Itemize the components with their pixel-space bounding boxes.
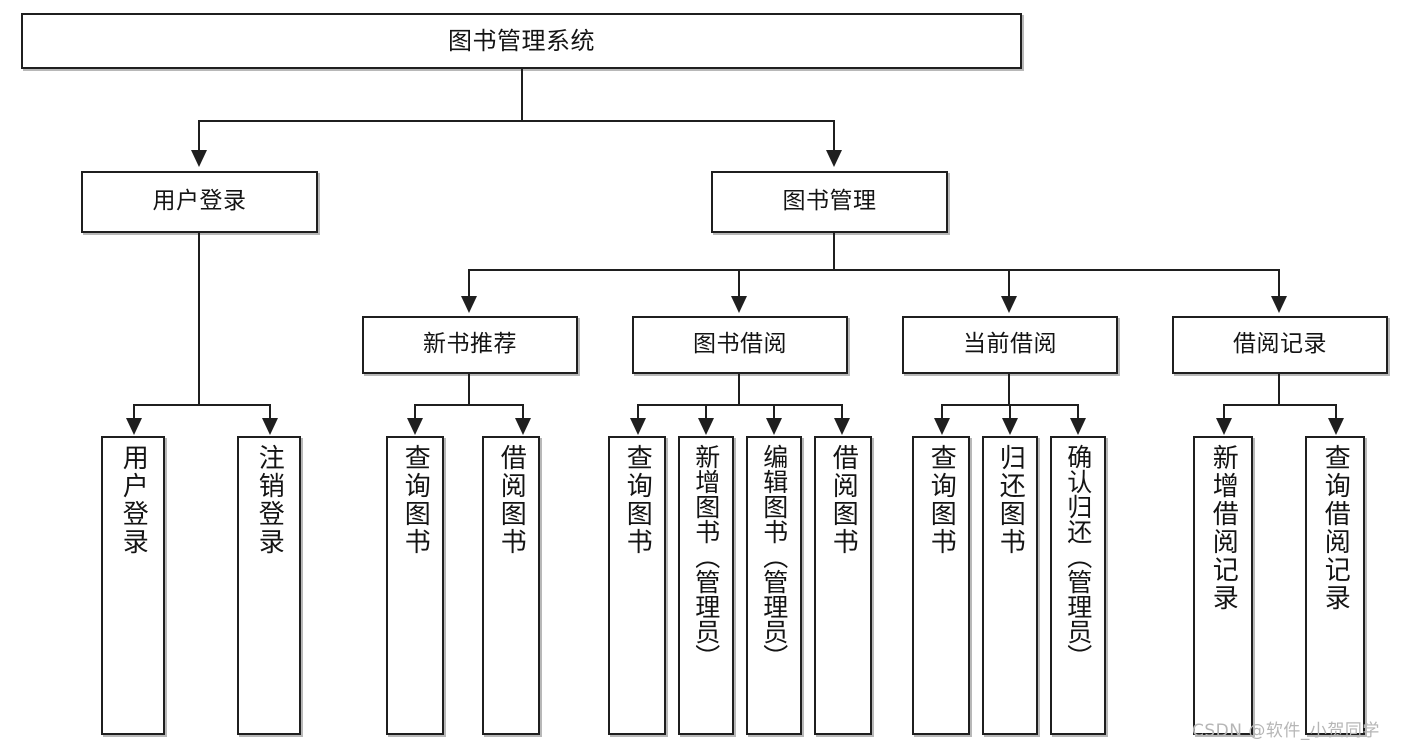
node-label: 新增借阅记录 — [1208, 444, 1239, 612]
leaf-bb-add-book-admin[interactable]: 新增图书（管理员） — [678, 436, 734, 735]
node-label: 归还图书 — [995, 444, 1026, 556]
arrow-to-br-leaf-0 — [1216, 418, 1232, 435]
edge-drop-leaf-user-login — [133, 404, 135, 419]
edge-drop-book-manage — [833, 120, 835, 150]
arrow-to-book-borrow — [731, 296, 747, 313]
node-label: 用户登录 — [118, 444, 149, 556]
edge-book-borrow-stem — [738, 374, 740, 405]
leaf-logout[interactable]: 注销登录 — [237, 436, 301, 735]
arrow-to-borrow-record — [1271, 296, 1287, 313]
arrow-to-br-leaf-1 — [1328, 418, 1344, 435]
edge-drop-cb-leaf-2 — [1077, 404, 1079, 419]
edge-drop-user-login — [198, 120, 200, 150]
leaf-nb-borrow-book[interactable]: 借阅图书 — [482, 436, 540, 735]
edge-drop-br-leaf-0 — [1223, 404, 1225, 419]
node-label: 查询图书 — [926, 444, 957, 556]
edge-drop-bb-leaf-3 — [841, 404, 843, 419]
node-label: 查询借阅记录 — [1320, 444, 1351, 612]
edge-user-login-bus — [133, 404, 270, 406]
arrow-to-leaf-user-login — [126, 418, 142, 435]
edge-user-login-stem — [198, 233, 200, 405]
edge-book-manage-stem — [833, 233, 835, 270]
node-label: 编辑图书（管理员） — [759, 444, 789, 669]
node-label: 确认归还（管理员） — [1063, 444, 1093, 669]
arrow-to-bb-leaf-3 — [834, 418, 850, 435]
node-book-borrow[interactable]: 图书借阅 — [632, 316, 848, 374]
edge-drop-new-book — [468, 269, 470, 297]
edge-drop-bb-leaf-2 — [773, 404, 775, 419]
leaf-br-add-record[interactable]: 新增借阅记录 — [1193, 436, 1253, 735]
edge-new-book-bus — [414, 404, 524, 406]
arrow-to-leaf-logout — [262, 418, 278, 435]
edge-drop-cb-leaf-1 — [1009, 404, 1011, 419]
node-label: 图书管理系统 — [448, 26, 595, 55]
arrow-to-nb-leaf-1 — [515, 418, 531, 435]
edge-drop-cb-leaf-0 — [941, 404, 943, 419]
leaf-nb-query-book[interactable]: 查询图书 — [386, 436, 444, 735]
node-label: 借阅记录 — [1233, 331, 1327, 358]
leaf-bb-query-book[interactable]: 查询图书 — [608, 436, 666, 735]
edge-drop-bb-leaf-0 — [637, 404, 639, 419]
arrow-to-bb-leaf-0 — [630, 418, 646, 435]
node-label: 查询图书 — [400, 444, 431, 556]
arrow-to-cb-leaf-0 — [934, 418, 950, 435]
node-label: 新书推荐 — [423, 331, 517, 358]
edge-drop-leaf-logout — [269, 404, 271, 419]
node-label: 借阅图书 — [828, 444, 859, 556]
arrow-to-bb-leaf-2 — [766, 418, 782, 435]
edge-new-book-stem — [468, 374, 470, 405]
node-label: 当前借阅 — [963, 331, 1057, 358]
edge-drop-nb-leaf-1 — [522, 404, 524, 419]
leaf-cb-query-book[interactable]: 查询图书 — [912, 436, 970, 735]
edge-borrow-record-bus — [1223, 404, 1337, 406]
node-user-login[interactable]: 用户登录 — [81, 171, 318, 233]
leaf-cb-confirm-return-admin[interactable]: 确认归还（管理员） — [1050, 436, 1106, 735]
edge-book-manage-bus — [468, 269, 1280, 271]
leaf-cb-return-book[interactable]: 归还图书 — [982, 436, 1038, 735]
edge-drop-bb-leaf-1 — [705, 404, 707, 419]
arrow-to-cb-leaf-1 — [1002, 418, 1018, 435]
edge-drop-book-borrow — [738, 269, 740, 297]
leaf-user-login[interactable]: 用户登录 — [101, 436, 165, 735]
node-label: 查询图书 — [622, 444, 653, 556]
leaf-bb-borrow-book[interactable]: 借阅图书 — [814, 436, 872, 735]
arrow-to-nb-leaf-0 — [407, 418, 423, 435]
arrow-to-book-manage — [826, 150, 842, 167]
arrow-to-cb-leaf-2 — [1070, 418, 1086, 435]
node-root-system[interactable]: 图书管理系统 — [21, 13, 1022, 69]
leaf-bb-edit-book-admin[interactable]: 编辑图书（管理员） — [746, 436, 802, 735]
leaf-br-query-record[interactable]: 查询借阅记录 — [1305, 436, 1365, 735]
edge-borrow-record-stem — [1278, 374, 1280, 405]
node-book-management[interactable]: 图书管理 — [711, 171, 948, 233]
node-label: 图书借阅 — [693, 331, 787, 358]
node-label: 注销登录 — [254, 444, 285, 556]
edge-drop-borrow-record — [1278, 269, 1280, 297]
edge-drop-current-borrow — [1008, 269, 1010, 297]
node-label: 图书管理 — [782, 188, 877, 215]
arrow-to-bb-leaf-1 — [698, 418, 714, 435]
edge-drop-br-leaf-1 — [1335, 404, 1337, 419]
arrow-to-new-book — [461, 296, 477, 313]
node-current-borrow[interactable]: 当前借阅 — [902, 316, 1118, 374]
node-new-book-recommend[interactable]: 新书推荐 — [362, 316, 578, 374]
node-label: 借阅图书 — [496, 444, 527, 556]
edge-book-borrow-bus — [637, 404, 841, 406]
node-label: 用户登录 — [152, 188, 247, 215]
arrow-to-current-borrow — [1001, 296, 1017, 313]
node-label: 新增图书（管理员） — [691, 444, 721, 669]
edge-drop-nb-leaf-0 — [414, 404, 416, 419]
edge-current-borrow-stem — [1008, 374, 1010, 405]
edge-root-bus — [198, 120, 834, 122]
edge-root-stem — [521, 69, 523, 121]
node-borrow-record[interactable]: 借阅记录 — [1172, 316, 1388, 374]
watermark: CSDN @软件_小贺同学 — [1192, 721, 1380, 741]
arrow-to-user-login — [191, 150, 207, 167]
